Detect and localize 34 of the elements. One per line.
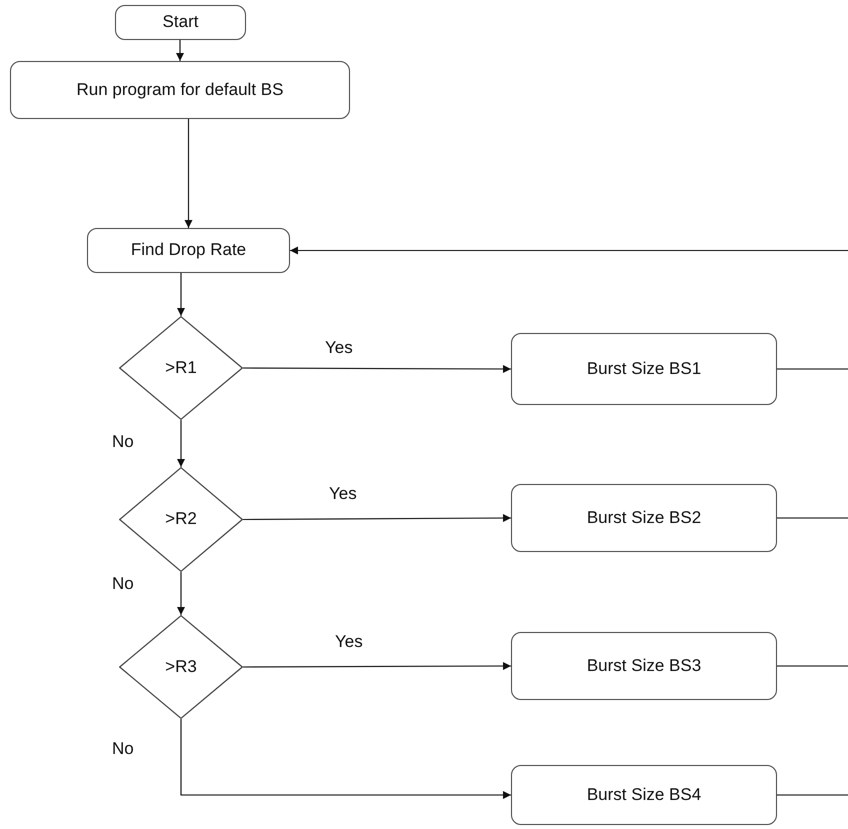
node-text: Burst Size BS2 — [586, 506, 702, 529]
arrow — [180, 719, 511, 799]
process-box — [87, 228, 290, 273]
process-box — [10, 61, 350, 119]
node-text: Burst Size BS4 — [586, 784, 702, 806]
decision-diamond — [119, 467, 243, 572]
arrow — [184, 119, 192, 228]
arrow — [243, 364, 511, 373]
node-text: Burst Size BS3 — [586, 654, 702, 677]
process-box — [511, 484, 777, 552]
decision-diamond — [119, 615, 243, 719]
connector-line — [777, 665, 848, 667]
node-text: Find Drop Rate — [130, 239, 246, 262]
connector-line — [777, 517, 848, 519]
arrow — [177, 273, 185, 316]
decision-diamond — [119, 316, 243, 420]
connector-line — [777, 368, 848, 370]
arrow — [176, 40, 184, 61]
node-text: Start — [162, 11, 198, 34]
connector-line — [777, 794, 848, 796]
process-box — [511, 765, 777, 825]
arrow — [243, 514, 511, 522]
process-box — [511, 333, 777, 405]
arrow — [290, 246, 848, 254]
arrow — [177, 420, 185, 467]
arrow — [177, 572, 185, 615]
node-text: Burst Size BS1 — [586, 358, 702, 380]
condition-text: >R3 — [165, 656, 197, 678]
node-text: Run program for default BS — [76, 78, 284, 101]
start-box — [115, 5, 246, 40]
process-box — [511, 632, 777, 700]
condition-text: >R2 — [165, 508, 197, 530]
arrow — [243, 662, 511, 670]
condition-text: >R1 — [165, 356, 197, 379]
